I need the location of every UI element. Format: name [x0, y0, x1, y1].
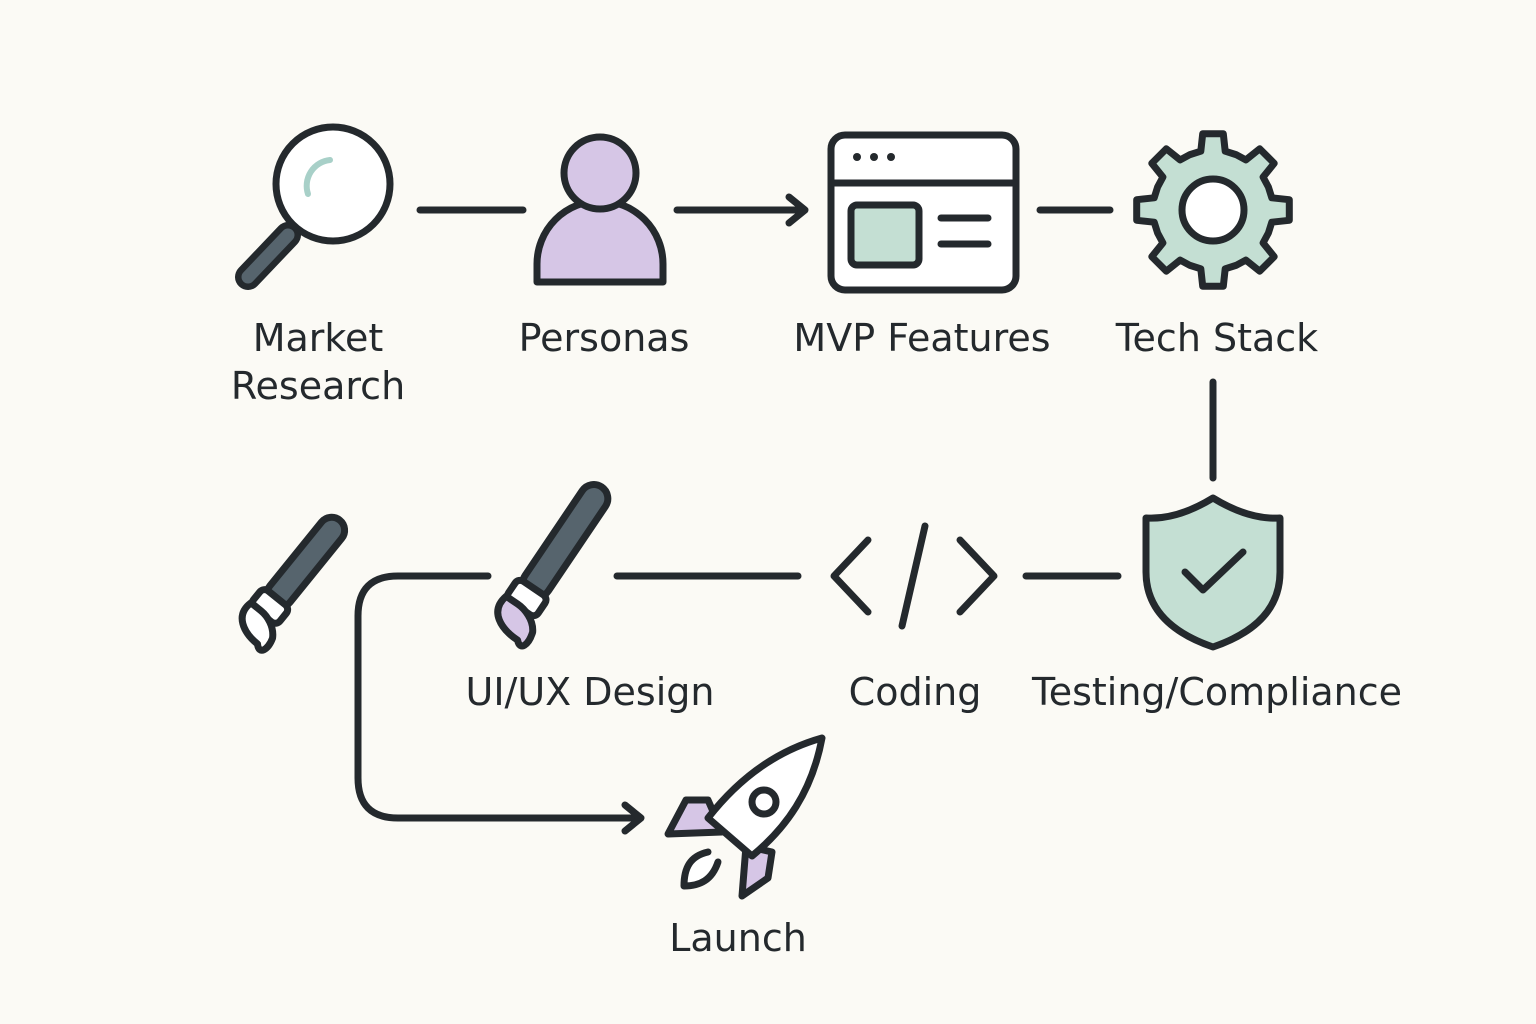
- paintbrush-icon: [238, 513, 349, 654]
- browser-window-icon: [827, 131, 1020, 294]
- step-label-mvp-features: MVP Features: [793, 316, 1051, 360]
- step-label-tech-stack: Tech Stack: [1115, 316, 1319, 360]
- gear-icon: [1133, 130, 1293, 290]
- rocket-icon: [664, 734, 826, 900]
- paintbrush-icon: [494, 481, 612, 650]
- person-icon: [533, 133, 667, 286]
- shield-check-icon: [1142, 494, 1284, 651]
- step-label-personas: Personas: [518, 316, 690, 360]
- connector-ui-ux-design-launch: [354, 572, 645, 835]
- step-label-coding: Coding: [848, 670, 982, 714]
- code-brackets-icon: [830, 522, 998, 630]
- step-label-testing-compliance: Testing/Compliance: [1031, 670, 1403, 714]
- connector-personas-mvp-features: [673, 193, 809, 227]
- step-label-launch: Launch: [669, 916, 807, 960]
- step-label-market-research: Market Research: [230, 316, 406, 408]
- magnifier-icon: [235, 123, 394, 290]
- step-label-ui-ux-design: UI/UX Design: [465, 670, 715, 714]
